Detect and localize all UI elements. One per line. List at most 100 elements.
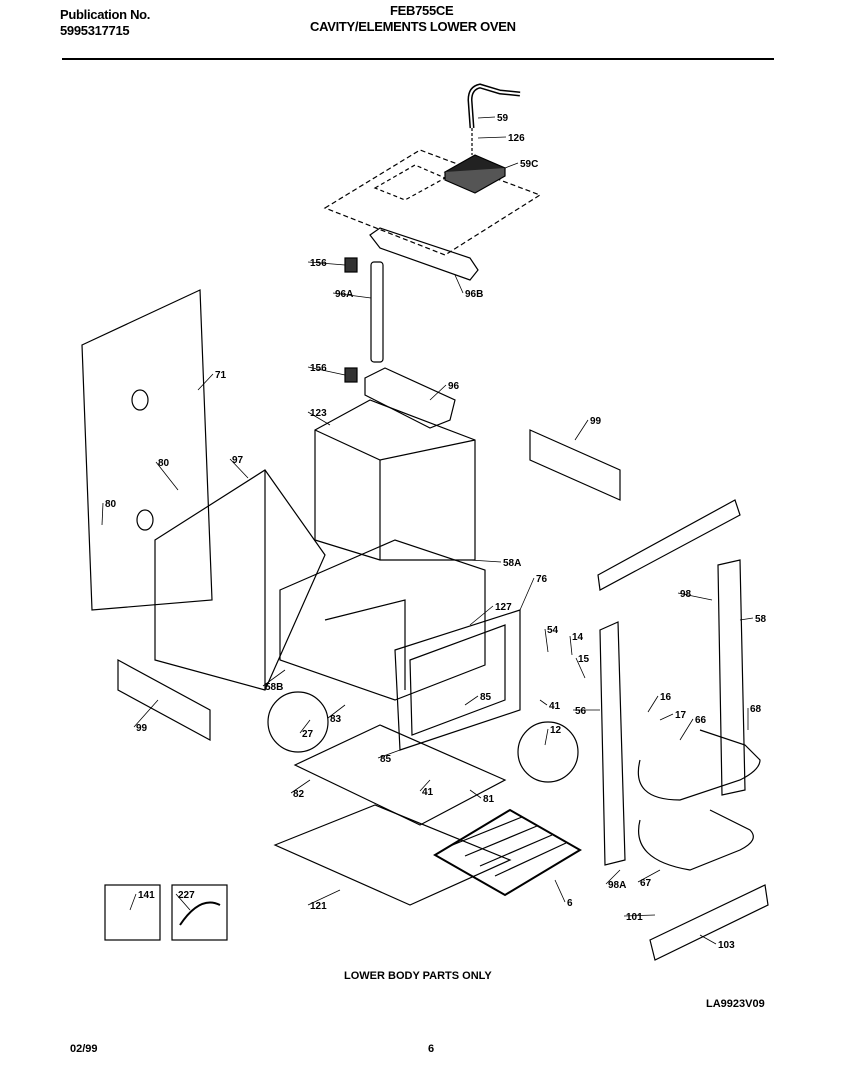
tray-part (273, 804, 512, 906)
door-frame-part (394, 609, 521, 751)
part-label-p81: 81 (483, 794, 495, 805)
leader-line-p156a (307, 261, 346, 266)
part-label-p58: 58 (755, 614, 767, 625)
leader-line-p97 (229, 458, 249, 479)
part-label-p56: 56 (575, 706, 587, 717)
leader-line-p15 (575, 657, 586, 679)
footer-date: 02/99 (70, 1043, 98, 1055)
part-label-p15: 15 (578, 654, 590, 665)
leader-line-p101 (623, 914, 656, 917)
part-label-p156a: 156 (310, 258, 327, 269)
illustration-code: LA9923V09 (706, 998, 765, 1010)
page-number: 6 (428, 1043, 435, 1055)
insulation-block-part (443, 154, 507, 194)
part-label-p85b: 85 (380, 754, 392, 765)
inset-box-227 (171, 884, 228, 941)
part-label-p101: 101 (626, 912, 643, 923)
part-label-p58a: 58A (503, 558, 521, 569)
part-label-p54: 54 (547, 625, 559, 636)
leader-line-p41b (419, 779, 431, 792)
part-label-p17: 17 (675, 710, 687, 721)
part-label-p58b: 58B (265, 682, 283, 693)
part-label-p96a1: 96A (335, 289, 353, 300)
leader-line-p96 (429, 384, 447, 401)
part-label-p126: 126 (508, 133, 525, 144)
leader-line-p58a (469, 559, 502, 563)
leader-line-p16 (647, 695, 659, 713)
part-label-p99b: 99 (136, 723, 148, 734)
rack-part (433, 808, 582, 897)
clip-part-upper (344, 257, 358, 273)
part-label-p12: 12 (550, 725, 562, 736)
part-label-p41a: 41 (549, 701, 561, 712)
detail-circle-12 (517, 721, 579, 783)
leader-line-p67 (637, 869, 661, 883)
leader-line-p71 (197, 373, 214, 391)
section-title: CAVITY/ELEMENTS LOWER OVEN (310, 19, 516, 34)
part-label-p98: 98 (680, 589, 692, 600)
part-label-p99a: 99 (590, 416, 602, 427)
oven-bottom-part (293, 724, 507, 826)
part-label-p97: 97 (232, 455, 244, 466)
cavity-box-part (154, 469, 326, 691)
leader-line-p54 (544, 628, 549, 653)
leader-line-p59 (477, 116, 496, 119)
leader-line-p85b (377, 749, 401, 759)
leader-line-p96b (454, 274, 464, 294)
trim-strip-part (597, 499, 741, 591)
leader-line-p80a (155, 461, 179, 491)
leader-line-p12 (544, 728, 549, 746)
leader-line-p98 (677, 592, 713, 601)
part-label-p103: 103 (718, 940, 735, 951)
leader-line-p27 (299, 719, 311, 734)
part-label-p96: 96 (448, 381, 460, 392)
upper-box-part (314, 399, 476, 561)
leader-line-p41a (539, 699, 548, 706)
leader-line-p99a (574, 419, 589, 441)
leader-line-p227 (175, 893, 191, 911)
part-label-p98a2: 98A (608, 880, 626, 891)
part-label-p71: 71 (215, 370, 227, 381)
leader-line-p82 (290, 779, 311, 794)
leader-line-p59c (504, 162, 519, 169)
vent-duct-part (364, 367, 456, 429)
leader-line-p156b (307, 366, 346, 376)
bracket-part-right (529, 429, 621, 501)
leader-line-p80b (101, 502, 104, 526)
part-label-p80a: 80 (158, 458, 170, 469)
model-number: FEB755CE (390, 3, 454, 18)
inner-cavity-part (279, 539, 486, 701)
leader-line-p58 (739, 617, 754, 621)
part-label-p41b: 41 (422, 787, 434, 798)
header-rule (62, 58, 774, 60)
leader-line-p58b (262, 669, 286, 687)
leader-line-p96a1 (332, 292, 372, 299)
leader-line-p83 (327, 704, 346, 719)
leader-line-p121 (307, 889, 341, 906)
part-label-p59c: 59C (520, 159, 538, 170)
part-label-p127: 127 (495, 602, 512, 613)
clip-part-lower (344, 367, 358, 383)
vent-tube-part (467, 83, 521, 129)
part-label-p27: 27 (302, 729, 314, 740)
part-label-p227: 227 (178, 890, 195, 901)
bracket-part-left (117, 658, 211, 742)
part-label-p16: 16 (660, 692, 672, 703)
inset-box-141 (104, 884, 161, 941)
leader-line-p6 (554, 879, 566, 903)
leader-line-p98a2 (605, 869, 621, 885)
leader-line-p127 (469, 605, 494, 626)
part-label-p6: 6 (567, 898, 573, 909)
part-label-p76: 76 (536, 574, 548, 585)
bake-element-part (637, 729, 761, 801)
part-label-p141: 141 (138, 890, 155, 901)
part-label-p68: 68 (750, 704, 762, 715)
publication-label: Publication No. (60, 7, 151, 22)
leader-line-p126 (477, 136, 507, 139)
leader-line-p123 (307, 411, 331, 426)
leader-line-p14 (569, 635, 573, 656)
leader-line-p103 (699, 934, 717, 945)
leader-line-p85a (464, 695, 479, 706)
part-label-p83: 83 (330, 714, 342, 725)
